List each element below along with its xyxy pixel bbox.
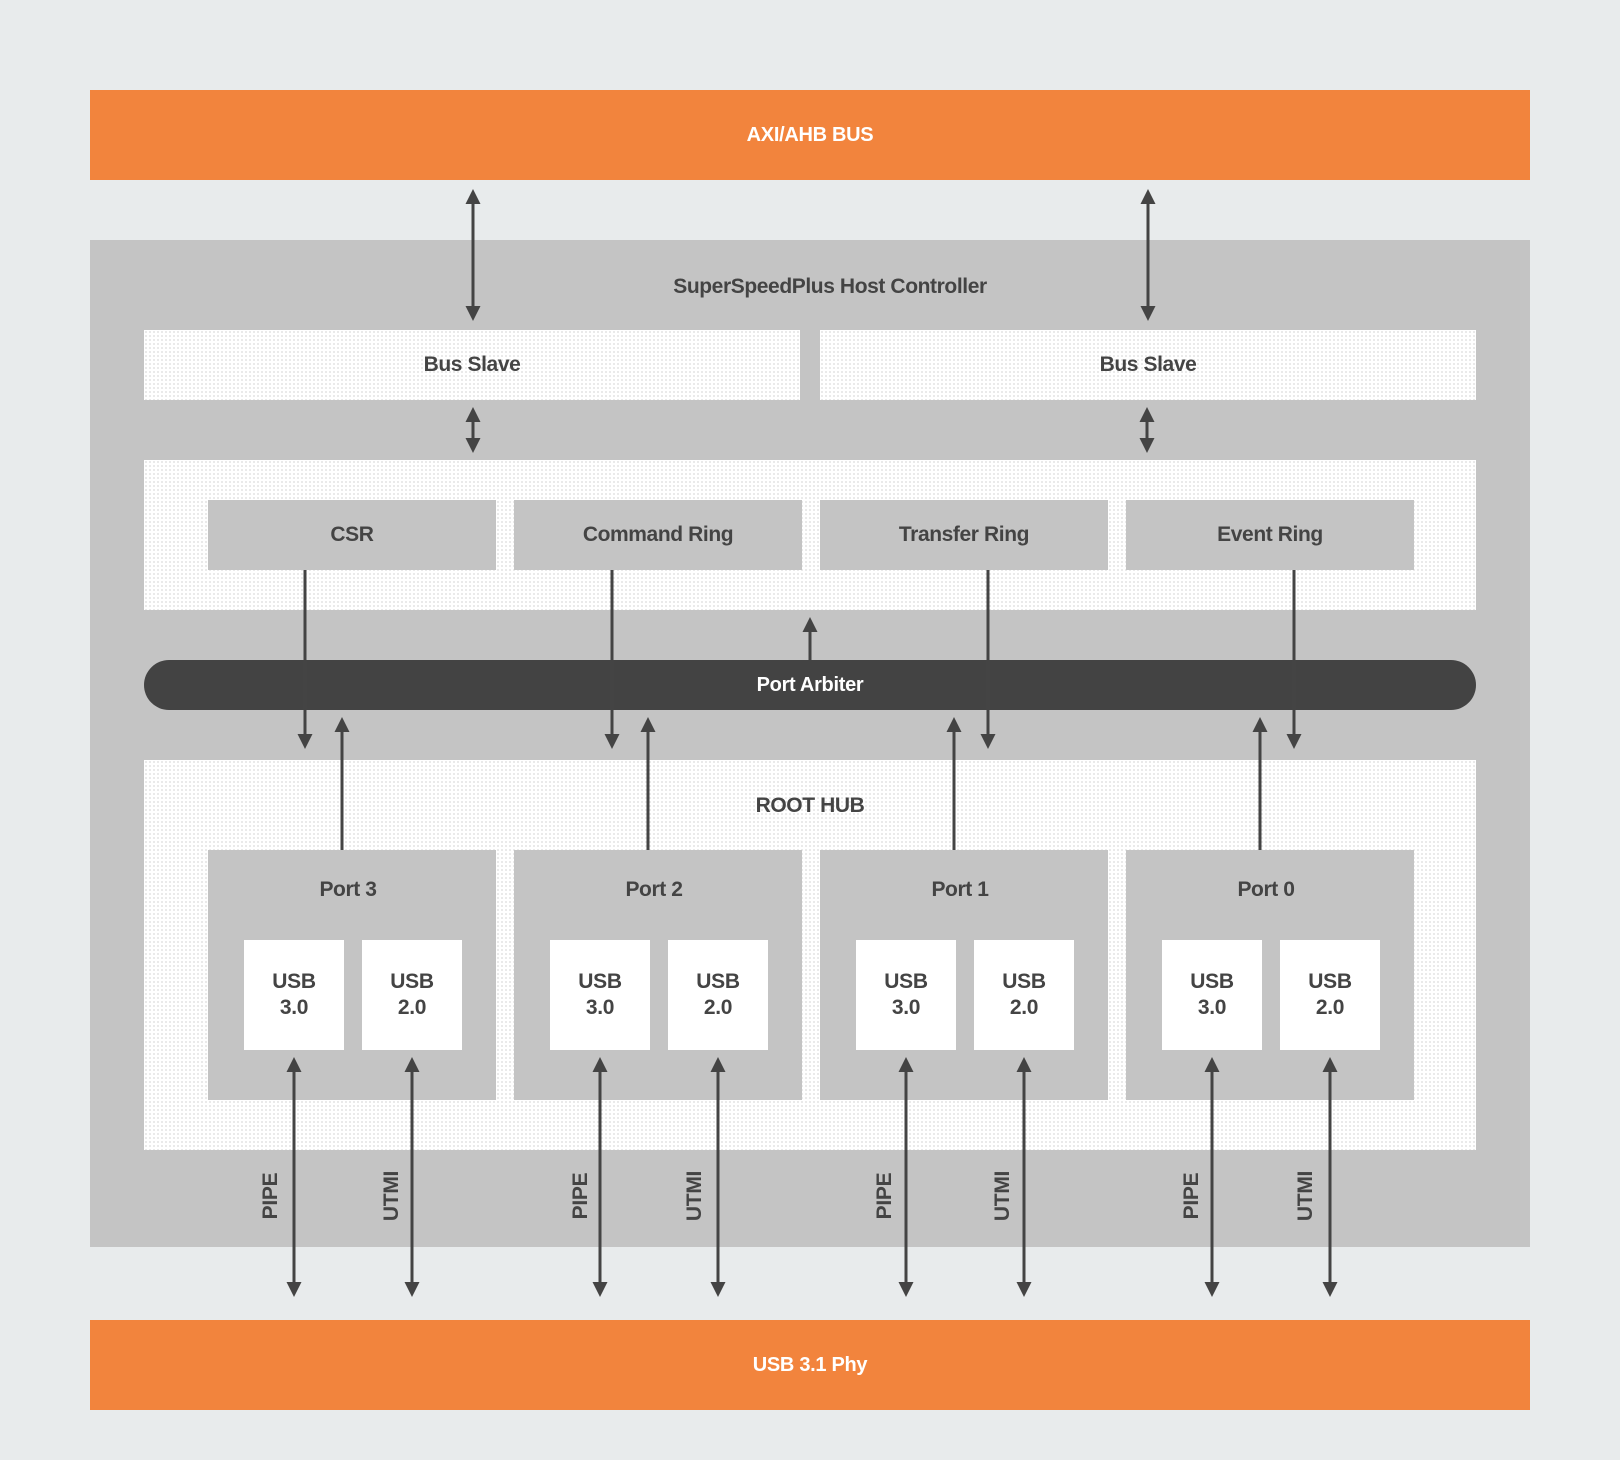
command-ring-block: Command Ring	[514, 500, 802, 570]
port-2-usb20: USB 2.0	[668, 940, 768, 1050]
usb20-line1: USB	[1308, 970, 1352, 993]
axi-ahb-bus: AXI/AHB BUS	[90, 90, 1530, 180]
port-2-label: Port 2	[625, 878, 683, 901]
host-controller-title: SuperSpeedPlus Host Controller	[673, 275, 987, 298]
port-3: Port 3 USB 3.0 USB 2.0	[208, 850, 496, 1100]
transfer-ring-label: Transfer Ring	[898, 523, 1030, 546]
usb20-line1: USB	[696, 970, 740, 993]
bus-slave-right-label: Bus Slave	[1099, 353, 1197, 376]
port-1: Port 1 USB 3.0 USB 2.0	[820, 850, 1108, 1100]
port-arbiter: Port Arbiter	[144, 660, 1476, 710]
transfer-ring-block: Transfer Ring	[820, 500, 1108, 570]
port-0-usb20: USB 2.0	[1280, 940, 1380, 1050]
port-2: Port 2 USB 3.0 USB 2.0	[514, 850, 802, 1100]
csr-block: CSR	[208, 500, 496, 570]
usb30-line1: USB	[578, 970, 622, 993]
root-hub-title: ROOT HUB	[755, 794, 865, 817]
port-1-label: Port 1	[931, 878, 989, 901]
bus-slave-left: Bus Slave	[144, 330, 800, 400]
usb20-line1: USB	[1002, 970, 1046, 993]
usb-phy-bus-label: USB 3.1 Phy	[752, 1353, 868, 1376]
usb20-line1: USB	[390, 970, 434, 993]
usb30-line1: USB	[272, 970, 316, 993]
event-ring-block: Event Ring	[1126, 500, 1414, 570]
port-2-usb30: USB 3.0	[550, 940, 650, 1050]
port-0: Port 0 USB 3.0 USB 2.0	[1126, 850, 1414, 1100]
usb30-line1: USB	[1190, 970, 1234, 993]
port-1-usb20: USB 2.0	[974, 940, 1074, 1050]
port-arbiter-label: Port Arbiter	[756, 673, 864, 696]
csr-label: CSR	[330, 523, 374, 546]
event-ring-label: Event Ring	[1217, 523, 1323, 546]
port-0-label: Port 0	[1237, 878, 1295, 901]
port-3-label: Port 3	[319, 878, 377, 901]
usb-phy-bus: USB 3.1 Phy	[90, 1320, 1530, 1410]
usb30-line2: 3.0	[891, 996, 921, 1019]
usb30-line2: 3.0	[279, 996, 309, 1019]
port-3-usb30: USB 3.0	[244, 940, 344, 1050]
usb20-line2: 2.0	[397, 996, 427, 1019]
usb20-line2: 2.0	[703, 996, 733, 1019]
port-3-usb20: USB 2.0	[362, 940, 462, 1050]
bus-slave-right: Bus Slave	[820, 330, 1476, 400]
command-ring-label: Command Ring	[582, 523, 734, 546]
usb30-line2: 3.0	[585, 996, 615, 1019]
usb20-line2: 2.0	[1315, 996, 1345, 1019]
port-0-usb30: USB 3.0	[1162, 940, 1262, 1050]
usb30-line2: 3.0	[1197, 996, 1227, 1019]
usb30-line1: USB	[884, 970, 928, 993]
port-1-usb30: USB 3.0	[856, 940, 956, 1050]
axi-ahb-bus-label: AXI/AHB BUS	[746, 123, 874, 146]
bus-slave-left-label: Bus Slave	[423, 353, 521, 376]
usb20-line2: 2.0	[1009, 996, 1039, 1019]
